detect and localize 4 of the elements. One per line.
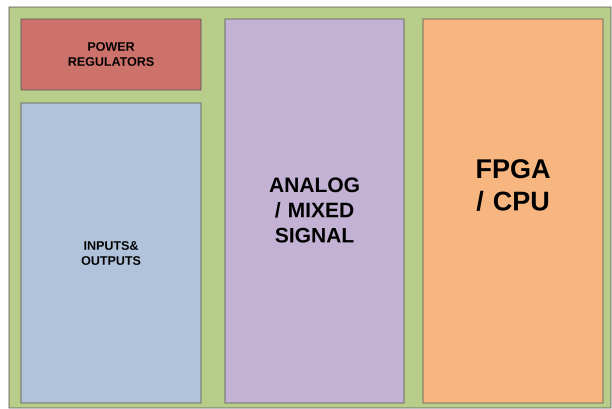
block-box: ANALOG / MIXED SIGNAL (224, 18, 404, 404)
block-box: POWER REGULATORS (20, 18, 202, 90)
block-box: FPGA / CPU (422, 18, 604, 404)
block-box: INPUTS& OUTPUTS (20, 102, 202, 404)
